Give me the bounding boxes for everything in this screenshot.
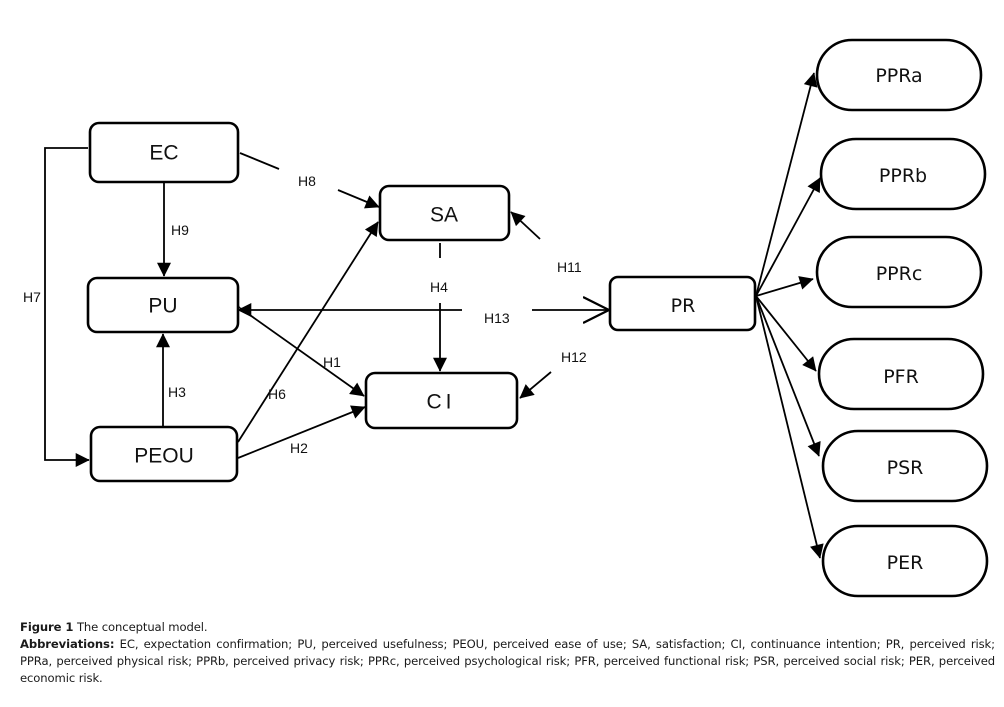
edge-h12 [519, 371, 552, 399]
edge-pr-per [755, 295, 824, 559]
node-ppra: PPRa [815, 38, 983, 112]
figure-title: The conceptual model. [76, 620, 208, 634]
label-h9: H9 [171, 222, 189, 238]
label-h11: H11 [557, 259, 582, 275]
label-h8: H8 [298, 173, 316, 189]
node-ec: EC [88, 121, 240, 184]
node-ci-label: CI [427, 391, 456, 414]
node-pu-label: PU [148, 295, 177, 318]
node-psr-label: PSR [887, 457, 924, 479]
label-h3: H3 [168, 384, 186, 400]
node-pprc: PPRc [815, 235, 983, 309]
node-sa-label: SA [430, 204, 458, 227]
label-h2: H2 [290, 440, 308, 456]
edge-pr-psr [755, 295, 821, 457]
edge-labels: H8 H9 H7 H3 H6 H1 H2 H4 H13 H11 H12 [23, 173, 587, 456]
conceptual-model-diagram: H8 H9 H7 H3 H6 H1 H2 H4 H13 H11 H12 EC P… [23, 38, 989, 598]
node-pfr-label: PFR [883, 366, 919, 388]
label-h1: H1 [323, 354, 341, 370]
label-h12: H12 [561, 349, 587, 365]
node-pprb: PPRb [819, 137, 987, 211]
label-h6: H6 [268, 386, 286, 402]
node-pu: PU [86, 276, 240, 334]
edge-pr-pprc [755, 276, 814, 297]
abbreviations-text: EC, expectation confirmation; PU, percei… [20, 637, 995, 685]
node-sa: SA [378, 184, 511, 242]
figure-label: Figure 1 [20, 620, 74, 634]
node-pfr: PFR [817, 337, 985, 411]
node-per: PER [821, 524, 989, 598]
edge-h11 [510, 211, 541, 240]
edge-h6 [237, 221, 379, 443]
figure-caption: Figure 1 The conceptual model. Abbreviat… [20, 619, 995, 687]
edge-pr-ppra [755, 72, 818, 297]
edge-pr-pfr [755, 295, 817, 372]
edge-h2 [237, 405, 366, 459]
node-ci: CI [364, 371, 519, 430]
node-per-label: PER [887, 552, 924, 574]
node-peou-label: PEOU [134, 445, 194, 468]
node-ec-label: EC [149, 142, 178, 165]
edge-h7 [44, 147, 90, 467]
label-h4: H4 [430, 279, 448, 295]
label-h13: H13 [484, 310, 510, 326]
node-psr: PSR [821, 429, 989, 503]
node-pprb-label: PPRb [879, 165, 927, 187]
abbreviations-label: Abbreviations: [20, 637, 115, 651]
figure-title-line: Figure 1 The conceptual model. [20, 619, 995, 636]
edge-h8 [337, 189, 380, 209]
node-pr: PR [608, 275, 757, 332]
node-ppra-label: PPRa [875, 65, 922, 87]
label-h7: H7 [23, 289, 41, 305]
abbreviations-line: Abbreviations: EC, expectation confirmat… [20, 636, 995, 687]
edge-h1 [225, 294, 365, 397]
node-pr-label: PR [671, 295, 696, 317]
edge-pr-pprb [755, 177, 821, 297]
edge-h8-start [239, 152, 280, 170]
node-pprc-label: PPRc [876, 263, 923, 285]
edges [44, 72, 824, 559]
node-peou: PEOU [89, 425, 239, 483]
